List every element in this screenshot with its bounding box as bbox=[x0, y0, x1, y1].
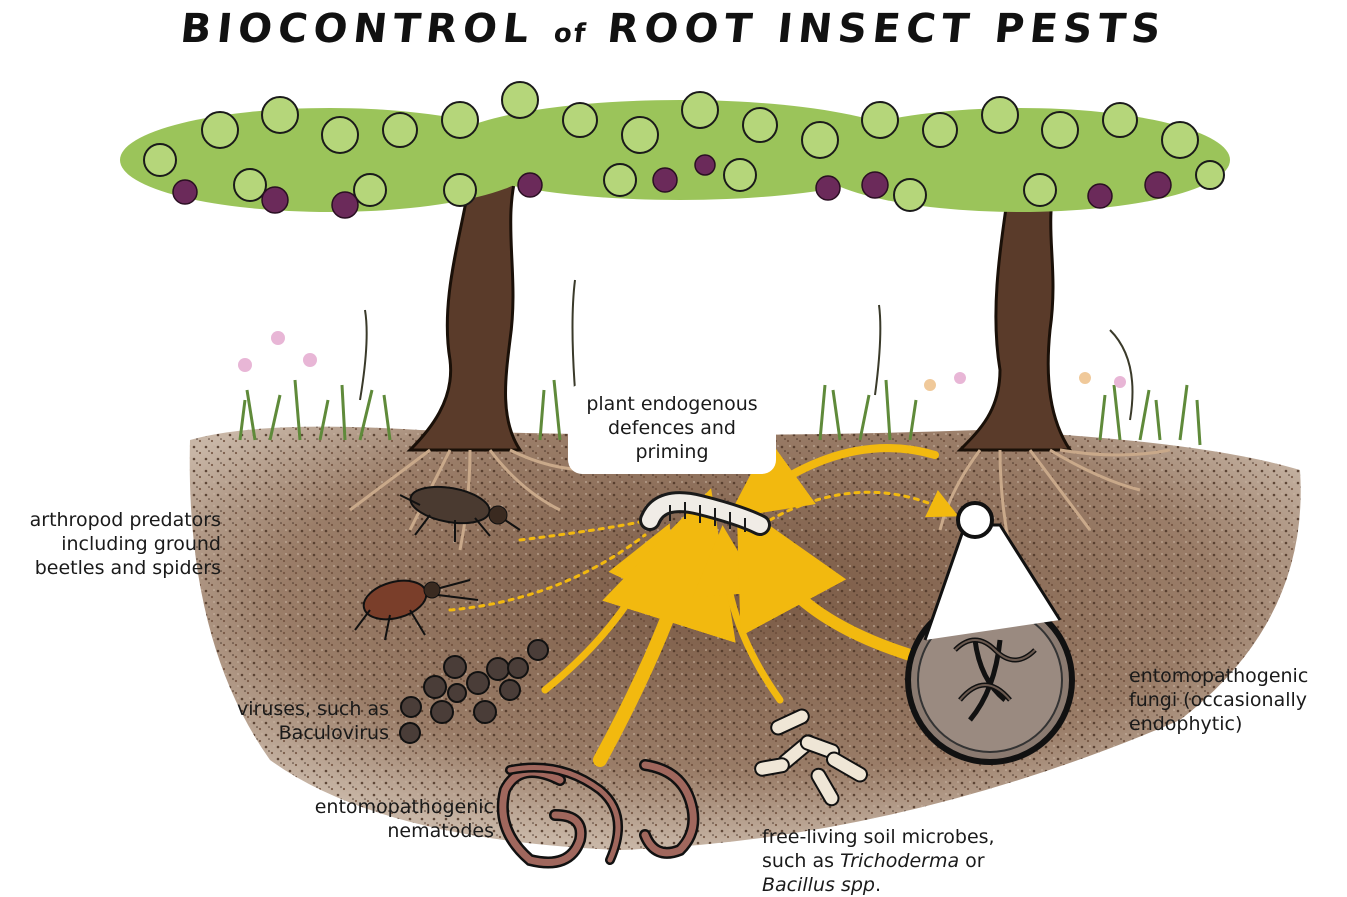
label-viruses: viruses, such as Baculovirus bbox=[200, 697, 389, 745]
flowers bbox=[238, 331, 1126, 391]
label-nematodes: entomopathogenic nematodes bbox=[260, 795, 494, 843]
label-soil-microbes: free-living soil microbes, such as Trich… bbox=[762, 825, 1052, 897]
label-entomopathogenic-fungi: entomopathogenic fungi (occasionally end… bbox=[1129, 664, 1339, 736]
diagram-title: BIOCONTROL of ROOT INSECT PESTS bbox=[0, 6, 1347, 52]
label-plant-defences: plant endogenous defences and priming bbox=[568, 392, 776, 464]
canopy bbox=[120, 82, 1230, 218]
label-arthropod-predators: arthropod predators including ground bee… bbox=[0, 508, 221, 580]
